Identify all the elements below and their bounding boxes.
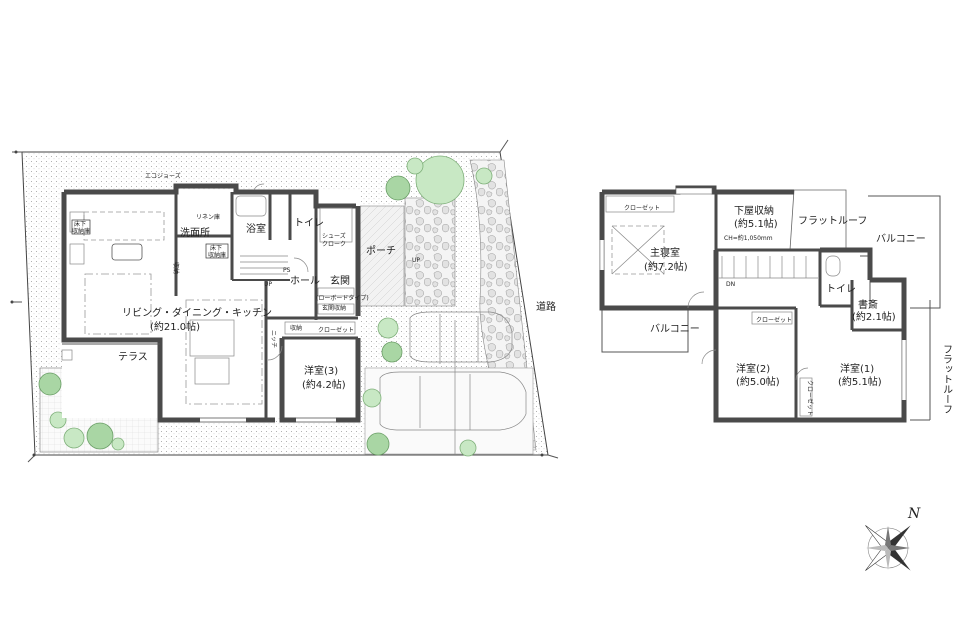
bath-label: 浴室 <box>246 222 266 235</box>
balcony-right-label: バルコニー <box>876 233 926 245</box>
trees <box>38 155 493 457</box>
washroom-label: 洗面所 <box>180 227 210 239</box>
western1-label: 洋室(1) <box>840 362 874 375</box>
stairs-up-label: UP <box>264 281 272 288</box>
entrance-storage-label: 玄関収納 <box>322 304 346 312</box>
floor1-building <box>60 183 361 423</box>
closet-label-western2: クローゼット <box>756 316 792 324</box>
closet-label-floor1: クローゼット <box>318 326 354 334</box>
niche-label: ニッチ <box>270 330 277 348</box>
ps-label: PS <box>283 267 291 274</box>
toilet-label: トイレ <box>294 218 324 229</box>
shoes-cloak-label-1: シューズ <box>322 232 346 240</box>
linen-label: リネン庫 <box>196 213 220 221</box>
low-board-label: (ローボードタイプ) <box>316 294 369 302</box>
car-2 <box>379 371 527 431</box>
underfloor-storage-label-1a: 床下 <box>74 220 86 228</box>
compass-icon <box>865 525 911 571</box>
attic-label: 下屋収納 <box>734 204 774 217</box>
attic-ch-label: CH=約1,050mm <box>724 234 773 242</box>
master-label: 主寝室 <box>650 246 680 259</box>
closet-label-western1: クローゼット <box>806 380 814 416</box>
dn-label: DN <box>726 281 735 288</box>
terrace-label: テラス <box>118 351 148 363</box>
western2-label: 洋室(2) <box>736 362 770 375</box>
ldk-label: リビング・ダイニング・キッチン <box>122 306 272 319</box>
porch-up-label: UP <box>412 257 420 264</box>
ldk-area-label: (約21.0帖) <box>150 320 200 333</box>
master-area-label: (約7.2帖) <box>644 260 688 273</box>
floor1-labels: エコジョーズ リネン庫 洗面所 浴室 トイレ シューズ クローク ポーチ ホール… <box>71 172 556 391</box>
underfloor-storage-label-2a: 床下 <box>210 244 222 252</box>
western3-area-label: (約4.2帖) <box>302 378 346 391</box>
hall-label: ホール <box>290 275 320 287</box>
closet-label-master: クローゼット <box>624 204 660 212</box>
western1-area-label: (約5.1帖) <box>838 375 882 388</box>
floor2-building <box>599 185 941 423</box>
floor2-labels: クローゼット 主寝室 (約7.2帖) 下屋収納 (約5.1帖) CH=約1,05… <box>624 204 953 416</box>
western3-label: 洋室(3) <box>304 364 338 377</box>
car-1 <box>409 311 513 364</box>
attic-area-label: (約5.1帖) <box>734 217 778 230</box>
underfloor-storage-label-2b: 収納庫 <box>208 251 226 259</box>
storage-label-kitchen: 収納 <box>172 262 180 274</box>
toilet-floor2-label: トイレ <box>826 284 856 295</box>
study-label: 書斎 <box>858 298 878 311</box>
porch-label: ポーチ <box>366 245 396 257</box>
underfloor-storage-label-1b: 収納庫 <box>72 227 90 235</box>
flat-roof-top-label: フラットルーフ <box>798 215 867 227</box>
western2-area-label: (約5.0帖) <box>736 375 780 388</box>
storage-label-western3: 収納 <box>290 324 302 332</box>
entrance-label: 玄関 <box>330 274 350 287</box>
shoes-cloak-label-2: クローク <box>322 241 346 248</box>
flat-roof-right-label: フラットルーフ <box>941 344 953 414</box>
road-label: 道路 <box>536 300 556 313</box>
ecojoz-label: エコジョーズ <box>145 172 181 180</box>
compass-north-label: N <box>907 506 921 522</box>
balcony-left-label: バルコニー <box>650 323 700 335</box>
study-area-label: (約2.1帖) <box>852 310 896 323</box>
